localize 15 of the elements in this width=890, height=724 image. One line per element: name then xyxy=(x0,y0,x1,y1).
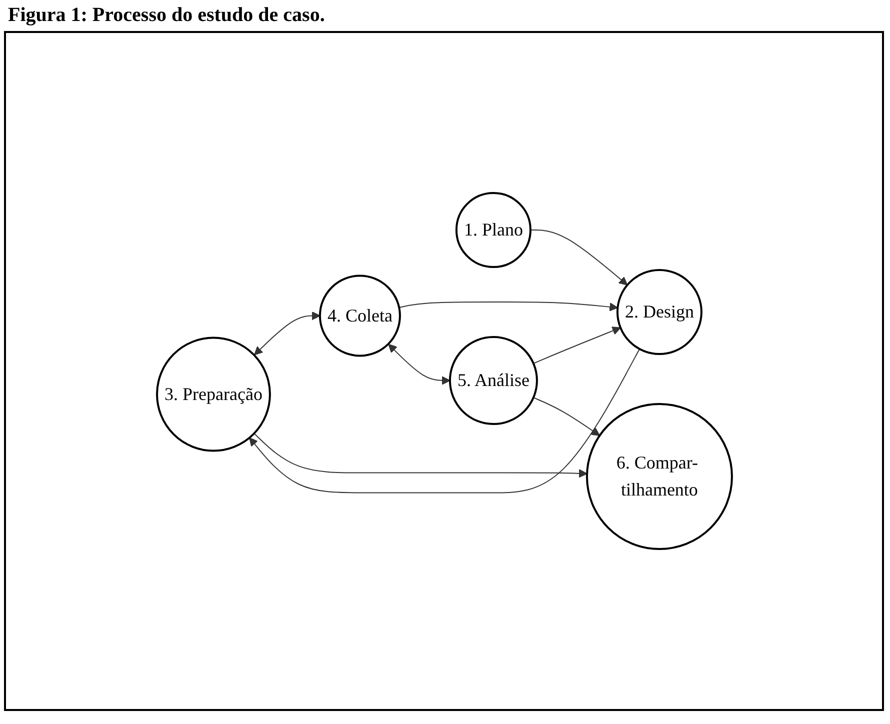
arrow xyxy=(254,311,320,356)
node-circle: 5. Análise xyxy=(448,336,538,425)
arrow xyxy=(532,397,600,436)
arrow xyxy=(532,326,620,364)
node-circle: 3. Preparação xyxy=(156,336,270,452)
arrow xyxy=(398,302,618,312)
figure-title: Figura 1: Processo do estudo de caso. xyxy=(7,3,326,28)
node-circle: 1. Plano xyxy=(454,192,531,268)
node-circle: 4. Coleta xyxy=(318,274,400,357)
arrow xyxy=(248,348,640,494)
node-circle: 6. Compar- tilhamento xyxy=(585,403,732,550)
node-circle: 2. Design xyxy=(616,269,702,355)
arrow xyxy=(388,344,450,385)
arrow xyxy=(529,230,628,286)
arrow xyxy=(253,432,587,478)
